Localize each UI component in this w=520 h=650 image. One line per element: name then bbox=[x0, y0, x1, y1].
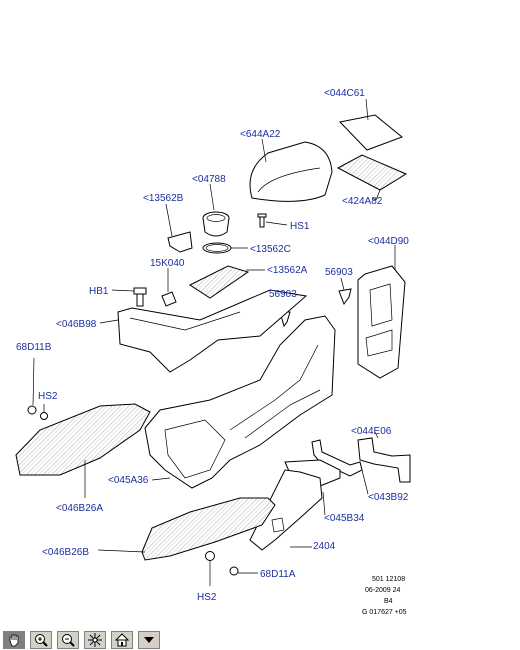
part-side-panel-046b26b[interactable] bbox=[97, 497, 276, 561]
home-button[interactable] bbox=[111, 631, 133, 649]
label-hb1[interactable]: HB1 bbox=[89, 286, 109, 297]
label-046b26b[interactable]: <046B26B bbox=[42, 547, 89, 558]
part-rear-panel-044d90[interactable] bbox=[357, 245, 406, 379]
label-68d11b[interactable]: 68D11B bbox=[16, 342, 52, 353]
parts-diagram: <044C61 <644A22 <04788 <13562B <424A82 H… bbox=[15, 88, 411, 616]
part-bolt-hb1[interactable] bbox=[111, 287, 147, 307]
part-screw-68d11b[interactable] bbox=[27, 357, 37, 415]
label-13562b[interactable]: <13562B bbox=[143, 193, 184, 204]
dropdown-button[interactable] bbox=[138, 631, 160, 649]
label-424a82[interactable]: <424A82 bbox=[342, 196, 383, 207]
label-045b34[interactable]: <045B34 bbox=[324, 513, 365, 524]
part-screw-hs2-lower[interactable] bbox=[205, 551, 215, 587]
ref-code-2: 06-2009 24 bbox=[365, 587, 401, 594]
part-bracket-13562a[interactable] bbox=[188, 265, 265, 299]
label-hs1[interactable]: HS1 bbox=[290, 221, 310, 232]
label-046b26a[interactable]: <046B26A bbox=[56, 503, 103, 514]
label-15k040[interactable]: 15K040 bbox=[150, 258, 185, 269]
label-13562a[interactable]: <13562A bbox=[267, 265, 308, 276]
zoom-out-icon bbox=[62, 634, 75, 647]
label-044c61[interactable]: <044C61 bbox=[324, 88, 365, 99]
pan-hand-icon bbox=[9, 634, 19, 647]
label-045a36[interactable]: <045A36 bbox=[108, 475, 149, 486]
label-04788[interactable]: <04788 bbox=[192, 174, 226, 185]
part-mat-044c61[interactable] bbox=[339, 98, 403, 151]
label-56903-lower[interactable]: 56903 bbox=[269, 289, 297, 300]
part-bracket-044e06[interactable] bbox=[357, 431, 411, 483]
label-68d11a[interactable]: 68D11A bbox=[260, 569, 296, 580]
ref-code-3: B4 bbox=[384, 598, 393, 605]
zoom-in-icon bbox=[35, 634, 48, 647]
zoom-out-button[interactable] bbox=[57, 631, 79, 649]
ref-code-1: 501 12108 bbox=[372, 576, 405, 583]
part-trim-046b98[interactable] bbox=[99, 289, 308, 373]
part-tray-424a82[interactable] bbox=[336, 154, 408, 201]
part-panel-2404[interactable] bbox=[249, 469, 323, 551]
home-icon bbox=[114, 633, 130, 647]
label-044d90[interactable]: <044D90 bbox=[368, 236, 409, 247]
label-13562c[interactable]: <13562C bbox=[250, 244, 291, 255]
fit-page-button[interactable] bbox=[84, 631, 106, 649]
part-lid-644a22[interactable] bbox=[249, 138, 333, 202]
viewer-toolbar bbox=[0, 630, 520, 650]
label-044e06[interactable]: <044E06 bbox=[351, 426, 392, 437]
part-clip-13562b[interactable] bbox=[165, 203, 193, 253]
ref-code-4: G 017627 +05 bbox=[362, 609, 407, 616]
zoom-in-button[interactable] bbox=[30, 631, 52, 649]
label-046b98[interactable]: <046B98 bbox=[56, 319, 97, 330]
part-screw-68d11a[interactable] bbox=[229, 566, 258, 576]
label-2404[interactable]: 2404 bbox=[313, 541, 336, 552]
label-644a22[interactable]: <644A22 bbox=[240, 129, 281, 140]
fit-page-icon bbox=[88, 633, 102, 647]
part-clip-15k040[interactable] bbox=[161, 268, 177, 307]
dropdown-arrow-icon bbox=[144, 637, 154, 643]
part-side-panel-046b26a[interactable] bbox=[15, 403, 151, 498]
part-ring-13562c[interactable] bbox=[202, 242, 248, 254]
pan-button[interactable] bbox=[3, 631, 25, 649]
part-rail-043b92[interactable] bbox=[311, 439, 369, 495]
part-screw-hs1[interactable] bbox=[257, 213, 288, 228]
label-56903-upper[interactable]: 56903 bbox=[325, 267, 353, 278]
label-hs2-upper[interactable]: HS2 bbox=[38, 391, 58, 402]
label-hs2-lower[interactable]: HS2 bbox=[197, 592, 217, 603]
part-screw-hs2-upper[interactable] bbox=[40, 404, 48, 420]
label-043b92[interactable]: <043B92 bbox=[368, 492, 409, 503]
part-cupholder-04788[interactable] bbox=[202, 183, 230, 237]
part-clip-56903-upper[interactable] bbox=[338, 277, 352, 306]
part-console-body-045a36[interactable] bbox=[144, 315, 336, 489]
